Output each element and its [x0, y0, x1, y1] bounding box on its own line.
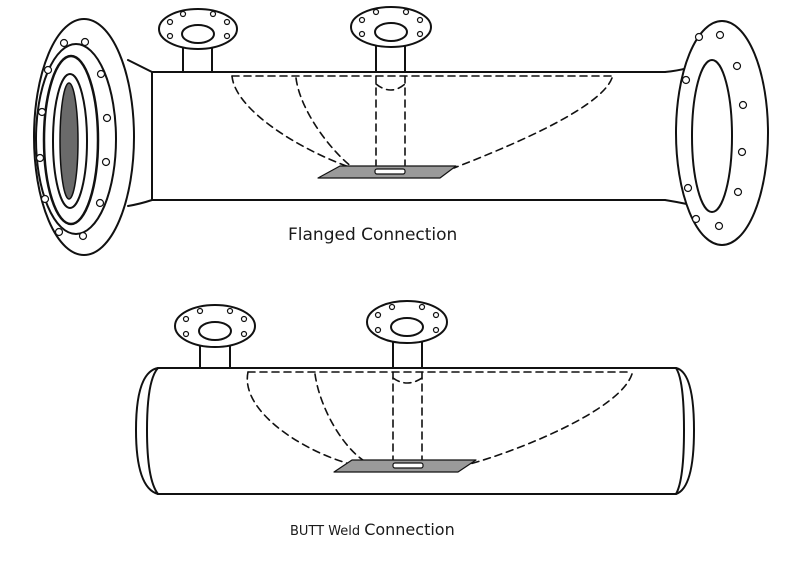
right-flange-bolt-holes [681, 30, 748, 231]
butt-weld-pipe-assembly [135, 300, 695, 495]
flanged-pipe-assembly [33, 6, 769, 256]
sensor-slot-bottom [392, 462, 424, 469]
hidden-internals-bottom [246, 371, 633, 465]
pipe-body-bottom [157, 367, 677, 495]
right-flange [675, 20, 769, 246]
left-hub [127, 59, 153, 207]
left-flange [33, 18, 135, 256]
left-weld-end [135, 367, 159, 495]
flanged-connection-caption: Flanged Connection [288, 225, 458, 245]
instrument-tap-4 [366, 300, 448, 369]
instrument-tap-1 [158, 8, 238, 73]
hidden-internals-top [231, 75, 613, 169]
sensor-slot-top [374, 168, 406, 175]
instrument-tap-3 [174, 304, 256, 369]
left-flange-bolt-holes [35, 37, 112, 241]
butt-weld-label: BUTT Weld [290, 524, 361, 539]
connection-label: Connection [364, 520, 455, 539]
instrument-tap-2 [350, 6, 432, 73]
right-weld-end [675, 367, 695, 495]
pipe-body-top [151, 71, 666, 201]
